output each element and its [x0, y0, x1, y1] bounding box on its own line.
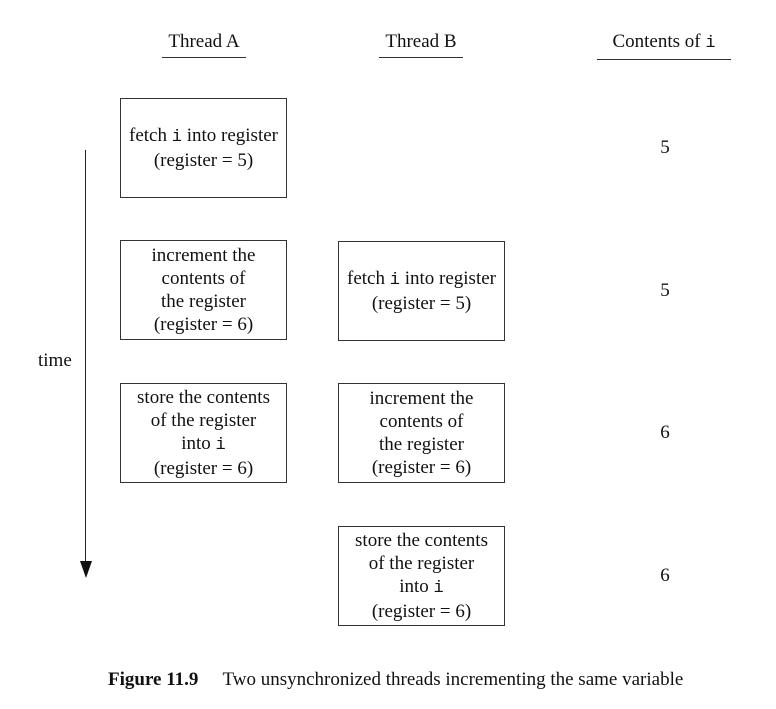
thread-a-step-1-box: fetch i into register (register = 5) [120, 98, 287, 198]
header-contents: Contents of i [597, 30, 731, 60]
header-thread-b-label: Thread B [385, 31, 457, 52]
thread-b-step-3-line-3-pre: into [399, 576, 434, 597]
contents-value-2: 5 [660, 280, 670, 301]
contents-value-3: 6 [660, 422, 670, 443]
thread-a-step-3-line-1: store the contents [137, 387, 270, 408]
thread-b-step-2-line-3: the register [379, 434, 464, 455]
contents-value-4: 6 [660, 565, 670, 586]
thread-b-step-2-line-1: increment the [369, 388, 474, 409]
thread-a-step-3-box: store the contents of the register into … [120, 383, 287, 483]
thread-b-step-1-line-1-post: into register [399, 268, 496, 289]
thread-a-step-2-line-4: (register = 6) [153, 314, 254, 335]
thread-a-step-1-var: i [171, 128, 182, 147]
thread-b-step-3-line-1: store the contents [355, 530, 488, 551]
figure-caption-label: Figure 11.9 [108, 669, 199, 690]
thread-a-step-3-line-3-pre: into [181, 433, 216, 454]
thread-a-step-1-line-1-post: into register [181, 125, 278, 146]
thread-a-step-3-line-4: (register = 6) [153, 458, 254, 479]
thread-a-step-1-line-2: (register = 5) [153, 150, 254, 171]
time-arrowhead-icon [80, 561, 92, 578]
thread-b-step-1-var: i [389, 271, 400, 290]
time-axis-line [85, 150, 86, 562]
thread-a-step-1-line-1-pre: fetch [129, 125, 172, 146]
contents-value-1: 5 [660, 137, 670, 158]
thread-b-step-3-line-4: (register = 6) [371, 601, 472, 622]
thread-a-step-3-var: i [215, 436, 226, 455]
thread-b-step-1-line-2: (register = 5) [371, 293, 472, 314]
header-thread-a: Thread A [162, 30, 246, 58]
thread-a-step-2-box: increment the contents of the register (… [120, 240, 287, 340]
thread-b-step-3-box: store the contents of the register into … [338, 526, 505, 626]
thread-a-step-2-line-3: the register [161, 291, 246, 312]
thread-a-step-3-line-2: of the register [150, 410, 257, 431]
thread-b-step-1-line-1: fetch i into register [347, 267, 496, 292]
thread-b-step-3-var: i [433, 579, 444, 598]
thread-a-step-1-line-1: fetch i into register [129, 124, 278, 149]
thread-b-step-2-line-4: (register = 6) [371, 457, 472, 478]
figure-caption: Figure 11.9 Two unsynchronized threads in… [108, 668, 683, 692]
header-thread-a-label: Thread A [168, 31, 240, 52]
thread-b-step-2-box: increment the contents of the register (… [338, 383, 505, 483]
header-contents-label: Contents of [612, 31, 706, 52]
thread-b-step-1-line-1-pre: fetch [347, 268, 390, 289]
thread-b-step-3-line-2: of the register [368, 553, 475, 574]
thread-b-step-3-line-3: into i [399, 575, 444, 600]
header-thread-b: Thread B [379, 30, 463, 58]
thread-b-step-1-box: fetch i into register (register = 5) [338, 241, 505, 341]
header-contents-var: i [705, 34, 716, 53]
thread-a-step-2-line-2: contents of [161, 268, 246, 289]
time-label: time [38, 350, 72, 371]
figure-caption-text: Two unsynchronized threads incrementing … [222, 669, 684, 690]
thread-a-step-2-line-1: increment the [151, 245, 256, 266]
thread-b-step-2-line-2: contents of [379, 411, 464, 432]
thread-a-step-3-line-3: into i [181, 432, 226, 457]
